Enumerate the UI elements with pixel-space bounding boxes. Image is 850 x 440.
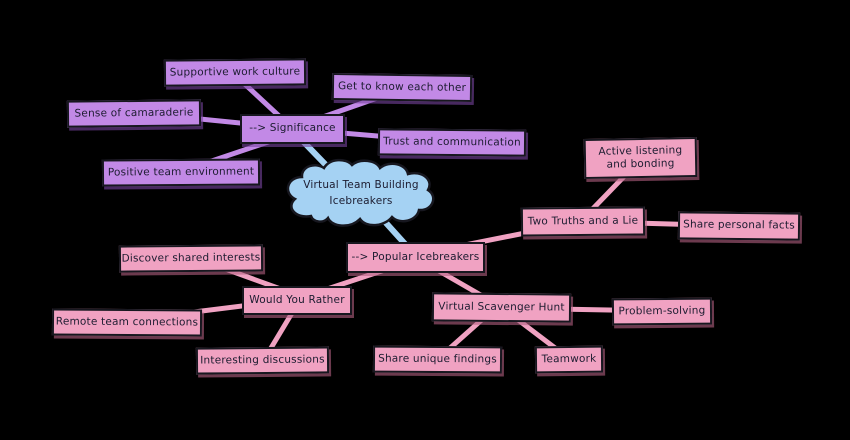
node-label: Sense of camaraderie [74,106,194,120]
node-sense-of-camaraderie[interactable]: Sense of camaraderie [66,99,202,128]
root-node-cloud[interactable]: Virtual Team Building Icebreakers [281,158,441,230]
node-problem-solving[interactable]: Problem-solving [611,297,713,326]
node-share-unique-findings[interactable]: Share unique findings [372,345,503,374]
node-label: Share personal facts [683,218,795,233]
node-label: Trust and communication [383,135,521,149]
node-discover-shared-interests[interactable]: Discover shared interests [118,244,264,273]
node-would-you-rather[interactable]: Would You Rather [242,286,352,315]
root-label: Virtual Team Building Icebreakers [303,179,419,207]
node-label: --> Popular Icebreakers [351,250,480,263]
node-label: Supportive work culture [169,65,301,79]
node-label: Teamwork [541,352,597,366]
node-label: Two Truths and a Lie [527,214,639,228]
node-virtual-scavenger-hunt[interactable]: Virtual Scavenger Hunt [431,292,572,323]
node-label: Positive team environment [107,165,255,179]
node-label: Would You Rather [249,293,345,306]
node-label: Share unique findings [378,352,497,366]
cloud-shape-icon [286,158,435,227]
node-share-personal-facts[interactable]: Share personal facts [677,211,801,241]
node-label: Remote team connections [55,315,199,329]
node-significance[interactable]: --> Significance [240,114,345,144]
node-supportive-work-culture[interactable]: Supportive work culture [163,58,307,87]
node-popular-icebreakers[interactable]: --> Popular Icebreakers [346,242,485,273]
node-teamwork[interactable]: Teamwork [534,345,604,374]
node-label: Problem-solving [618,304,706,318]
node-get-to-know-each-other[interactable]: Get to know each other [331,73,473,102]
node-label: Discover shared interests [121,251,261,265]
node-interesting-discussions[interactable]: Interesting discussions [195,346,330,375]
node-label: Virtual Scavenger Hunt [438,300,565,314]
node-label: Active listening and bonding [598,144,683,171]
node-positive-team-environment[interactable]: Positive team environment [101,158,261,187]
node-label: Interesting discussions [200,353,325,367]
node-label: --> Significance [249,122,336,135]
node-active-listening-and-bonding[interactable]: Active listening and bonding [583,137,698,179]
node-two-truths-and-a-lie[interactable]: Two Truths and a Lie [520,206,646,237]
node-label: Get to know each other [337,80,467,94]
node-remote-team-connections[interactable]: Remote team connections [51,308,203,337]
node-trust-and-communication[interactable]: Trust and communication [377,128,527,157]
